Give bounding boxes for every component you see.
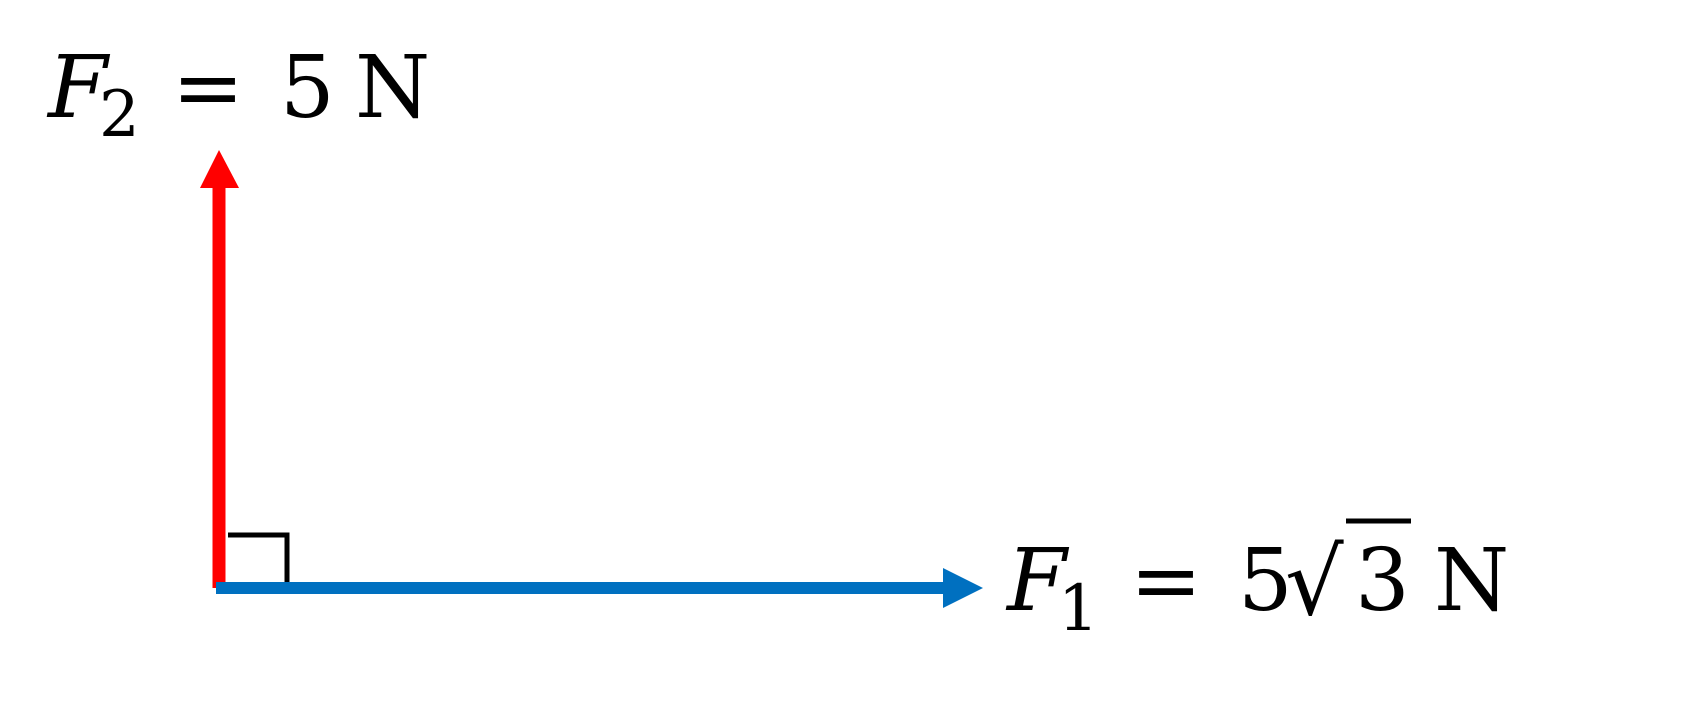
f2-equals-sign: = xyxy=(172,38,244,138)
f2-unit: N xyxy=(355,38,430,138)
f1-equals-sign: = xyxy=(1130,531,1202,631)
f2-arrow xyxy=(200,150,239,588)
f1-symbol: F xyxy=(1005,531,1070,631)
f1-label: F 1 = 5 √ 3 N xyxy=(1005,518,1509,646)
f1-unit: N xyxy=(1434,531,1509,631)
f2-subscript: 2 xyxy=(99,78,140,152)
f1-radical-sign: √ xyxy=(1285,529,1344,636)
f1-arrow xyxy=(216,568,983,608)
f2-arrowhead xyxy=(200,150,239,188)
f1-arrowhead xyxy=(943,568,983,608)
f2-label: F 2 = 5 N xyxy=(46,38,430,152)
f2-magnitude: 5 xyxy=(280,38,335,138)
f1-coefficient: 5 xyxy=(1238,531,1293,631)
right-angle-marker xyxy=(228,532,290,586)
f2-symbol: F xyxy=(46,38,111,138)
f1-subscript: 1 xyxy=(1058,572,1099,646)
f1-radicand: 3 xyxy=(1355,531,1410,631)
